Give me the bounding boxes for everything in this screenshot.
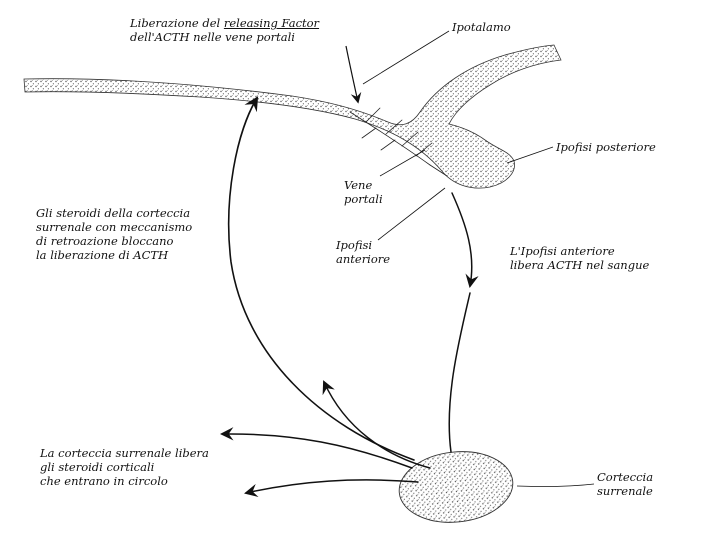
label-ipofisi-posteriore: Ipofisi posteriore [556, 140, 656, 154]
label-ipofisi-anteriore: Ipofisi anteriore [336, 238, 390, 266]
corteccia-surrenale-pointer-line [516, 483, 595, 487]
label-vene-portali-l2: portali [344, 192, 383, 206]
label-feedback-l4: la liberazione di ACTH [36, 248, 169, 262]
vene-portali-pointer-line [379, 149, 426, 177]
label-cortex-release-paragraph: La corteccia surrenale libera gli steroi… [40, 446, 209, 488]
label-feedback-l3: di retroazione bloccano [36, 234, 174, 248]
label-vene-portali-l1: Vene [344, 178, 373, 192]
pointer-lines [362, 30, 595, 487]
label-vene-portali: Vene portali [344, 178, 383, 206]
label-ipofisi-anteriore-l2: anteriore [336, 252, 391, 266]
label-cortex-release-l1: La corteccia surrenale libera [40, 446, 209, 460]
label-releasing-factor: Liberazione del releasing Factor dell'AC… [130, 16, 319, 44]
label-releasing-factor-underlined: releasing Factor [223, 16, 320, 30]
label-releasing-factor-pre: Liberazione del [130, 16, 224, 30]
label-feedback-paragraph: Gli steroidi della corteccia surrenale c… [36, 206, 192, 262]
ipofisi-anteriore-pointer-line [377, 187, 446, 241]
label-acth-blood-l2: libera ACTH nel sangue [510, 258, 650, 272]
label-acth-blood-l1: L'Ipofisi anteriore [510, 244, 615, 258]
label-acth-blood: L'Ipofisi anteriore libera ACTH nel sang… [510, 244, 649, 272]
adrenal-cortex-shape [398, 451, 514, 523]
label-releasing-factor-line1: Liberazione del releasing Factor [130, 16, 319, 30]
acth-descent-continuation [448, 292, 471, 453]
label-releasing-factor-line2: dell'ACTH nelle vene portali [130, 30, 295, 44]
releasing-factor-arrow [345, 45, 362, 104]
label-feedback-l2: surrenale con meccanismo [36, 220, 193, 234]
circulation-arrow-upper [219, 427, 413, 469]
label-corteccia-surrenale: Corteccia surrenale [597, 470, 653, 498]
label-ipotalamo: Ipotalamo [452, 20, 511, 34]
flow-arrows [219, 96, 479, 498]
label-cortex-release-l2: gli steroidi corticali [40, 460, 155, 474]
ipotalamo-pointer-line [362, 30, 450, 85]
acth-descent-arrow [451, 192, 479, 288]
hypothalamus-pituitary-shape [23, 44, 562, 189]
label-corteccia-surrenale-l2: surrenale [597, 484, 653, 498]
label-feedback-l1: Gli steroidi della corteccia [36, 206, 191, 220]
ipofisi-posteriore-pointer-line [506, 146, 554, 164]
label-ipofisi-anteriore-l1: Ipofisi [336, 238, 373, 252]
feedback-arrow [227, 96, 415, 461]
label-cortex-release-l3: che entrano in circolo [40, 474, 168, 488]
label-corteccia-surrenale-l1: Corteccia [597, 470, 654, 484]
mid-up-arrow [322, 380, 431, 469]
circulation-arrow-lower [244, 479, 419, 498]
